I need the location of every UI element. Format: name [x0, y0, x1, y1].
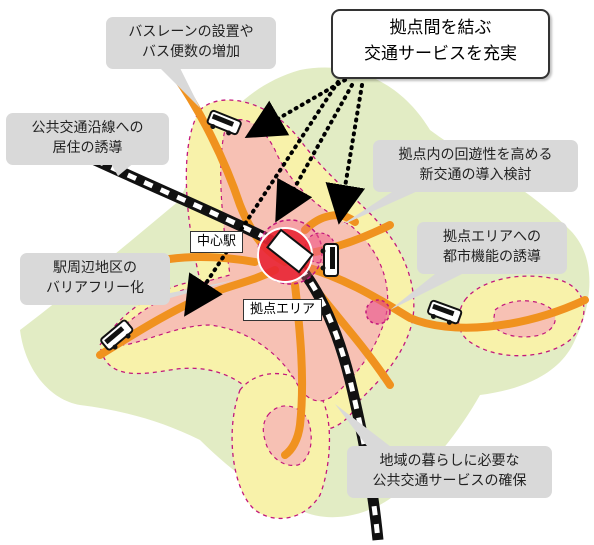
central-message-line1: 拠点間を結ぶ: [389, 18, 492, 38]
central-station-label: 中心駅: [190, 231, 244, 253]
callout-barrier-free-line2: バリアフリー化: [46, 280, 144, 296]
callout-local-transit-line2: 公共交通サービスの確保: [372, 473, 527, 489]
bus-icon: [427, 299, 463, 325]
callout-new-transport-line2: 新交通の導入検討: [419, 167, 532, 183]
callout-new-transport-line1: 拠点内の回遊性を高める: [398, 147, 553, 163]
arrow-to-southwest: [184, 80, 340, 317]
pointer-local-transit: [335, 404, 395, 450]
callout-barrier-free: 駅周辺地区の バリアフリー化: [20, 253, 170, 305]
callout-bus-lane: バスレーンの設置や バス便数の増加: [106, 17, 276, 69]
hub-magenta-ring-east: [365, 299, 391, 325]
callout-new-transport: 拠点内の回遊性を高める 新交通の導入検討: [373, 140, 578, 192]
arrow-to-north-bus: [244, 78, 347, 139]
callout-local-transit-line1: 地域の暮らしに必要な: [379, 453, 520, 469]
callout-barrier-free-line1: 駅周辺地区の: [53, 260, 137, 276]
connector-arrows: [184, 78, 366, 317]
bus-icon: [100, 319, 134, 351]
callout-urban-functions-line1: 拠点エリアへの: [443, 229, 541, 245]
route-east: [296, 261, 589, 332]
callout-transit-residence: 公共交通沿線への 居住の誘導: [6, 113, 169, 165]
pointer-bus-lane: [160, 68, 200, 108]
callout-urban-functions: 拠点エリアへの 都市機能の誘導: [417, 222, 567, 274]
bus-icon: [206, 109, 242, 136]
hub-area-label: 拠点エリア: [243, 299, 323, 321]
central-message-box: 拠点間を結ぶ 交通サービスを充実: [331, 9, 550, 79]
callout-transit-residence-line1: 公共交通沿線への: [31, 120, 144, 136]
central-message-line2: 交通サービスを充実: [364, 44, 517, 64]
station-building-icon: [266, 228, 314, 274]
callout-local-transit: 地域の暮らしに必要な 公共交通サービスの確保: [347, 446, 552, 498]
arrow-to-east: [325, 83, 366, 225]
callout-bus-lane-line1: バスレーンの設置や: [128, 24, 254, 40]
callout-bus-lane-line2: バス便数の増加: [142, 44, 240, 60]
bus-icon: [320, 243, 339, 277]
callout-urban-functions-line2: 都市機能の誘導: [443, 249, 541, 265]
arrow-to-hub: [275, 83, 354, 223]
pointer-urban-functions: [390, 270, 470, 310]
callout-transit-residence-line2: 居住の誘導: [52, 140, 123, 156]
pointer-transit-residence: [110, 162, 135, 176]
